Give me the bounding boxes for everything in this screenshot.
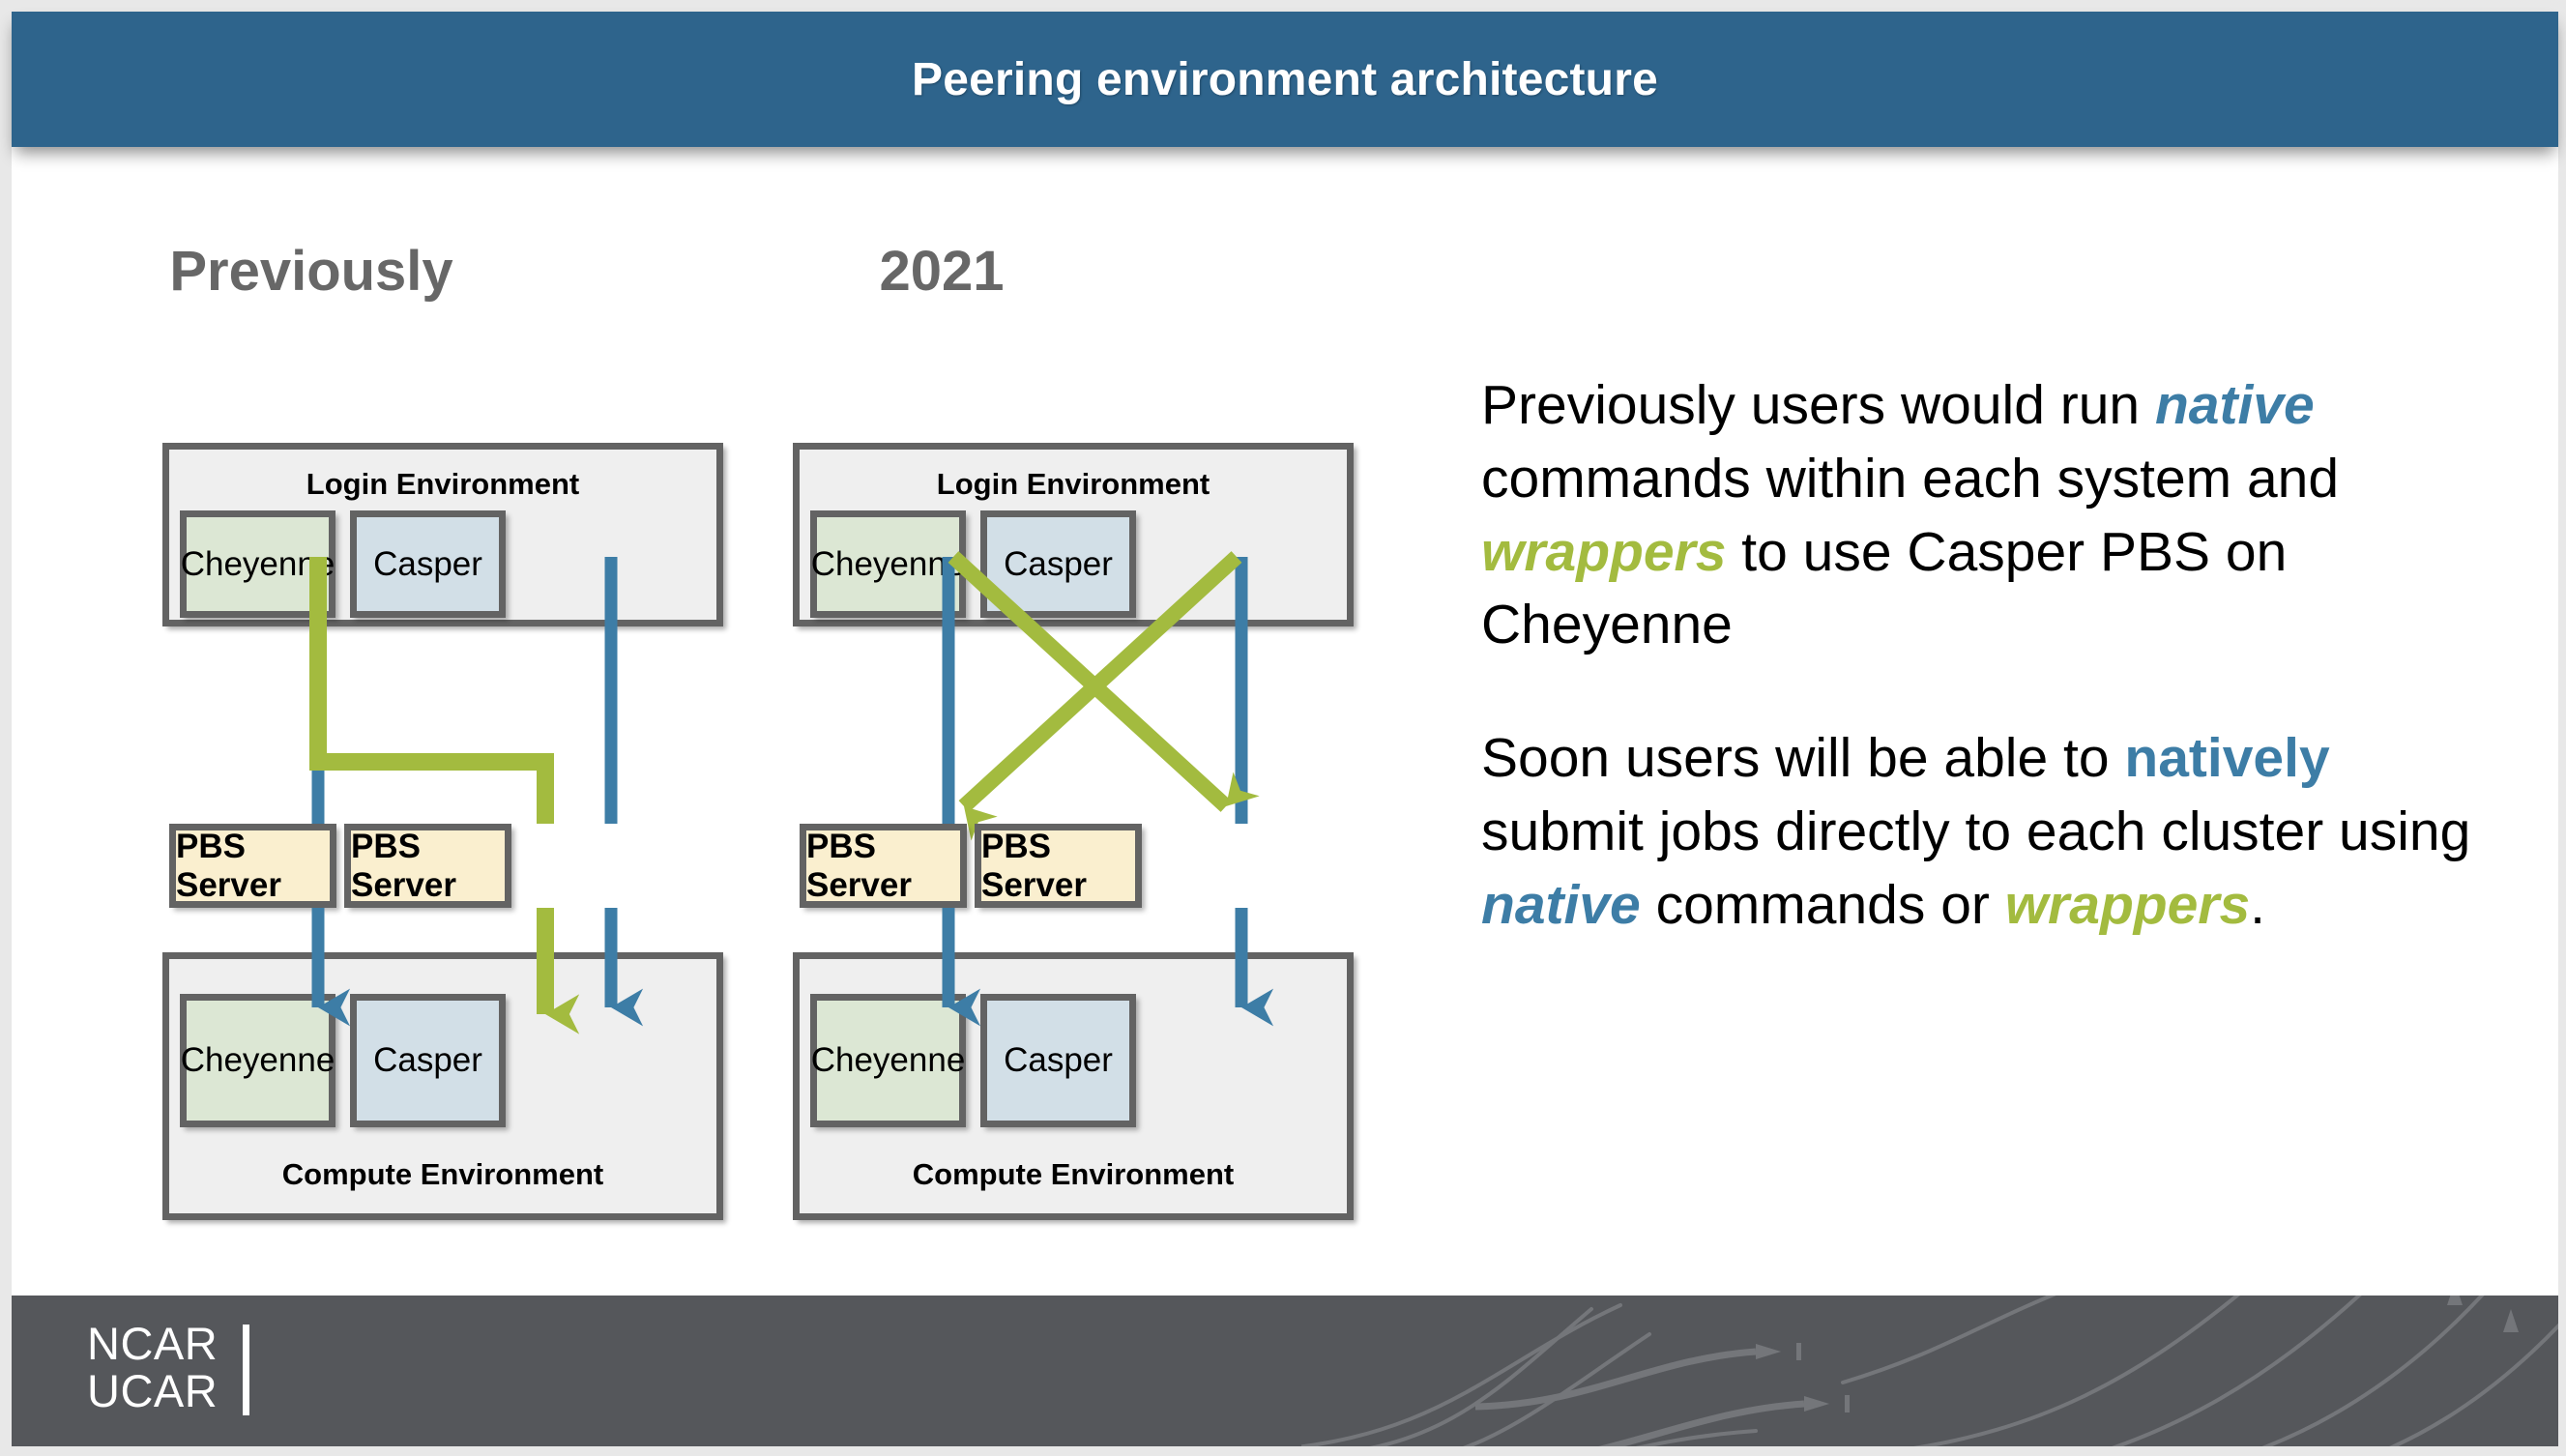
node-label: Casper	[1004, 1041, 1113, 1079]
node-label: Cheyenne	[180, 544, 335, 583]
node-label: Casper	[373, 1041, 482, 1079]
node-label: Casper	[373, 544, 482, 583]
paragraph-soon-emphasis-3: native	[1481, 873, 1641, 936]
slide-edge-top	[0, 0, 2566, 12]
pbs-server-left-previously[interactable]: PBS Server	[169, 824, 336, 908]
diagram-title-previously: Previously	[169, 240, 453, 303]
explanation-text-column: Previously users would run native comman…	[1481, 369, 2506, 1003]
pbs-label: PBS Server	[176, 827, 281, 904]
logo-line-ucar: UCAR	[87, 1365, 219, 1416]
login-environment-label: Login Environment	[936, 467, 1210, 501]
logo-divider-bar	[243, 1325, 250, 1415]
compute-node-casper-previously[interactable]: Casper	[350, 994, 506, 1127]
compute-node-cheyenne-previously[interactable]: Cheyenne	[180, 994, 335, 1127]
compute-node-casper-2021[interactable]: Casper	[980, 994, 1136, 1127]
logo-line-ncar: NCAR	[87, 1318, 219, 1370]
node-label: Cheyenne	[810, 544, 966, 583]
paragraph-previously-emphasis-1: native	[2154, 374, 2315, 436]
slide-edge-bottom	[0, 1446, 2566, 1456]
pbs-server-left-2021[interactable]: PBS Server	[800, 824, 967, 908]
paragraph-previously: Previously users would run native comman…	[1481, 374, 2340, 656]
paragraph-soon: Soon users will be able to natively subm…	[1481, 727, 2471, 936]
login-node-cheyenne-2021[interactable]: Cheyenne	[810, 510, 966, 618]
connector-layer-2021-under	[942, 551, 1260, 841]
connector-layer-previously-under	[309, 557, 618, 824]
slide-body: Previously Login Environment Cheyenne Ca…	[12, 147, 2558, 1297]
slide-edge-right	[2558, 0, 2566, 1456]
paragraph-soon-emphasis-5: wrappers	[2004, 873, 2251, 936]
pbs-server-right-previously[interactable]: PBS Server	[344, 824, 511, 908]
pbs-label: PBS Server	[806, 827, 912, 904]
diagram-previously: Previously Login Environment Cheyenne Ca…	[12, 147, 785, 1259]
connector-layer-previously-over	[311, 908, 644, 1034]
logo-text: NCAR UCAR	[87, 1318, 219, 1416]
pbs-label: PBS Server	[351, 827, 456, 904]
slide-edge-left	[0, 0, 12, 1456]
login-environment-label: Login Environment	[306, 467, 580, 501]
login-node-casper-previously[interactable]: Casper	[350, 510, 506, 618]
compute-environment-label: Compute Environment	[912, 1157, 1235, 1191]
slide-title-bar: Peering environment architecture	[12, 12, 2558, 147]
slide-footer: NCAR UCAR	[12, 1296, 2558, 1446]
paragraph-previously-emphasis-3: wrappers	[1481, 520, 1727, 583]
page-title: Peering environment architecture	[912, 53, 1658, 105]
node-label: Cheyenne	[180, 1041, 335, 1079]
node-label: Casper	[1004, 544, 1113, 583]
paragraph-soon-emphasis-1: natively	[2124, 727, 2330, 790]
footer-streamline-decoration	[1301, 1296, 2558, 1446]
compute-environment-label: Compute Environment	[281, 1157, 604, 1191]
pbs-server-right-2021[interactable]: PBS Server	[975, 824, 1142, 908]
compute-node-cheyenne-2021[interactable]: Cheyenne	[810, 994, 966, 1127]
pbs-label: PBS Server	[981, 827, 1087, 904]
node-label: Cheyenne	[810, 1041, 966, 1079]
connector-layer-2021-over	[942, 908, 1274, 1027]
diagram-title-2021: 2021	[879, 240, 1005, 303]
ncar-ucar-logo: NCAR UCAR	[87, 1318, 250, 1416]
diagram-2021: 2021 Login Environment	[642, 147, 1415, 1259]
